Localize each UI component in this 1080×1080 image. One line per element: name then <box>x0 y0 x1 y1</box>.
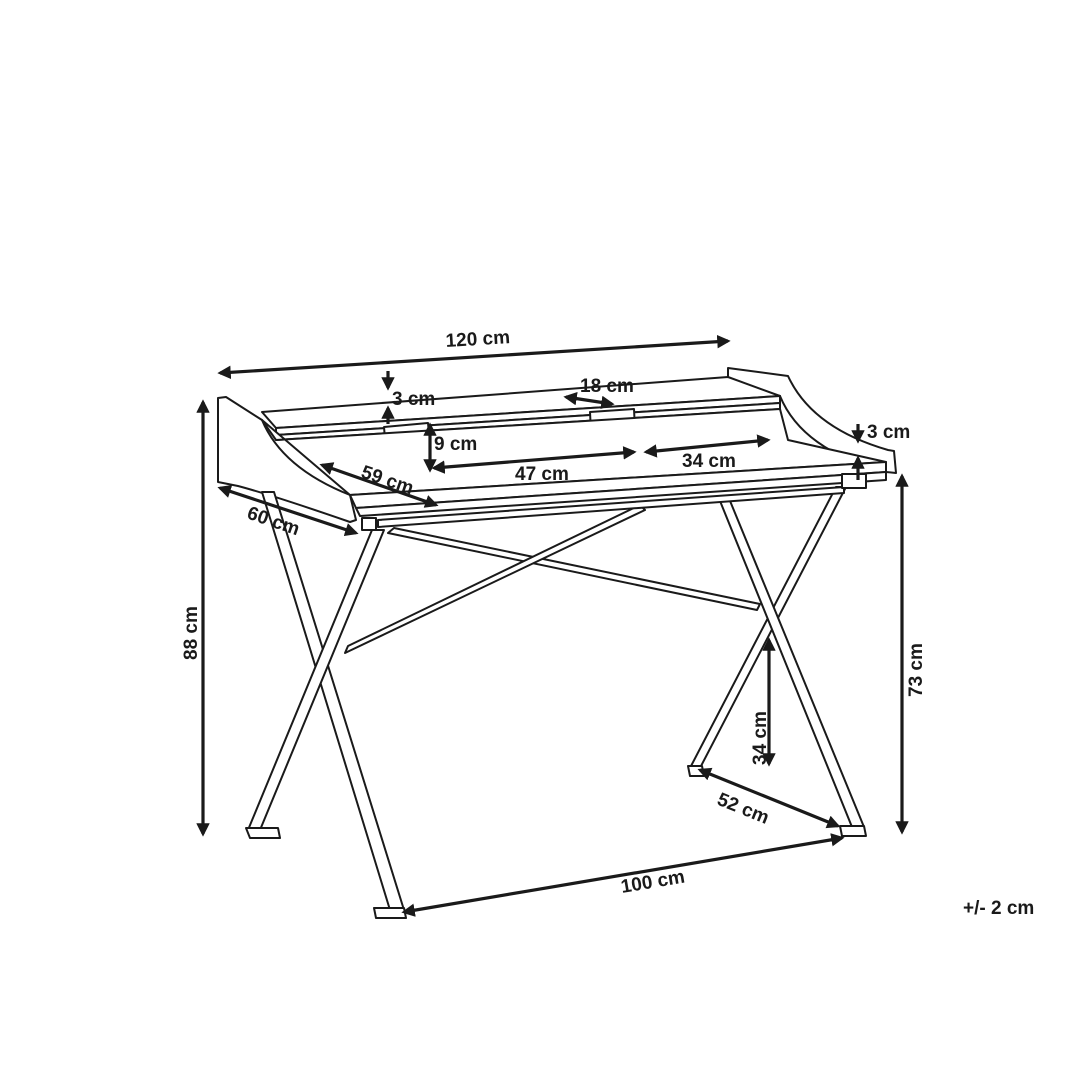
label-top-thickness: 3 cm <box>867 422 910 443</box>
width-47-arrow <box>431 446 637 474</box>
desk-illustration <box>217 367 897 919</box>
base-width-100-arrow <box>401 833 845 917</box>
label-base-width: 100 cm <box>619 867 686 898</box>
label-shelf-gap-height: 9 cm <box>434 434 477 455</box>
depth-59-arrow <box>319 462 439 508</box>
label-total-width: 120 cm <box>445 327 511 352</box>
label-right-compartment: 34 cm <box>682 451 736 472</box>
shelf-depth-18-arrow <box>563 391 615 410</box>
label-cross-height: 34 cm <box>750 711 771 765</box>
tolerance-note: +/- 2 cm <box>963 898 1034 919</box>
label-total-height: 88 cm <box>181 606 202 660</box>
base-depth-52-arrow <box>697 767 841 829</box>
label-desk-height: 73 cm <box>906 643 927 697</box>
front-right-leg-foot <box>839 825 867 837</box>
width-34-arrow <box>643 434 771 458</box>
back-cross-brace <box>344 504 761 654</box>
label-shelf-depth: 18 cm <box>580 376 634 397</box>
width-120-arrow <box>217 334 731 380</box>
label-left-compartment: 47 cm <box>515 464 569 485</box>
depth-60-arrow <box>217 484 359 537</box>
dimension-lines <box>196 334 909 917</box>
label-shelf-thickness: 3 cm <box>392 389 435 410</box>
right-side-panel <box>727 367 897 474</box>
front-left-legs <box>245 491 407 919</box>
